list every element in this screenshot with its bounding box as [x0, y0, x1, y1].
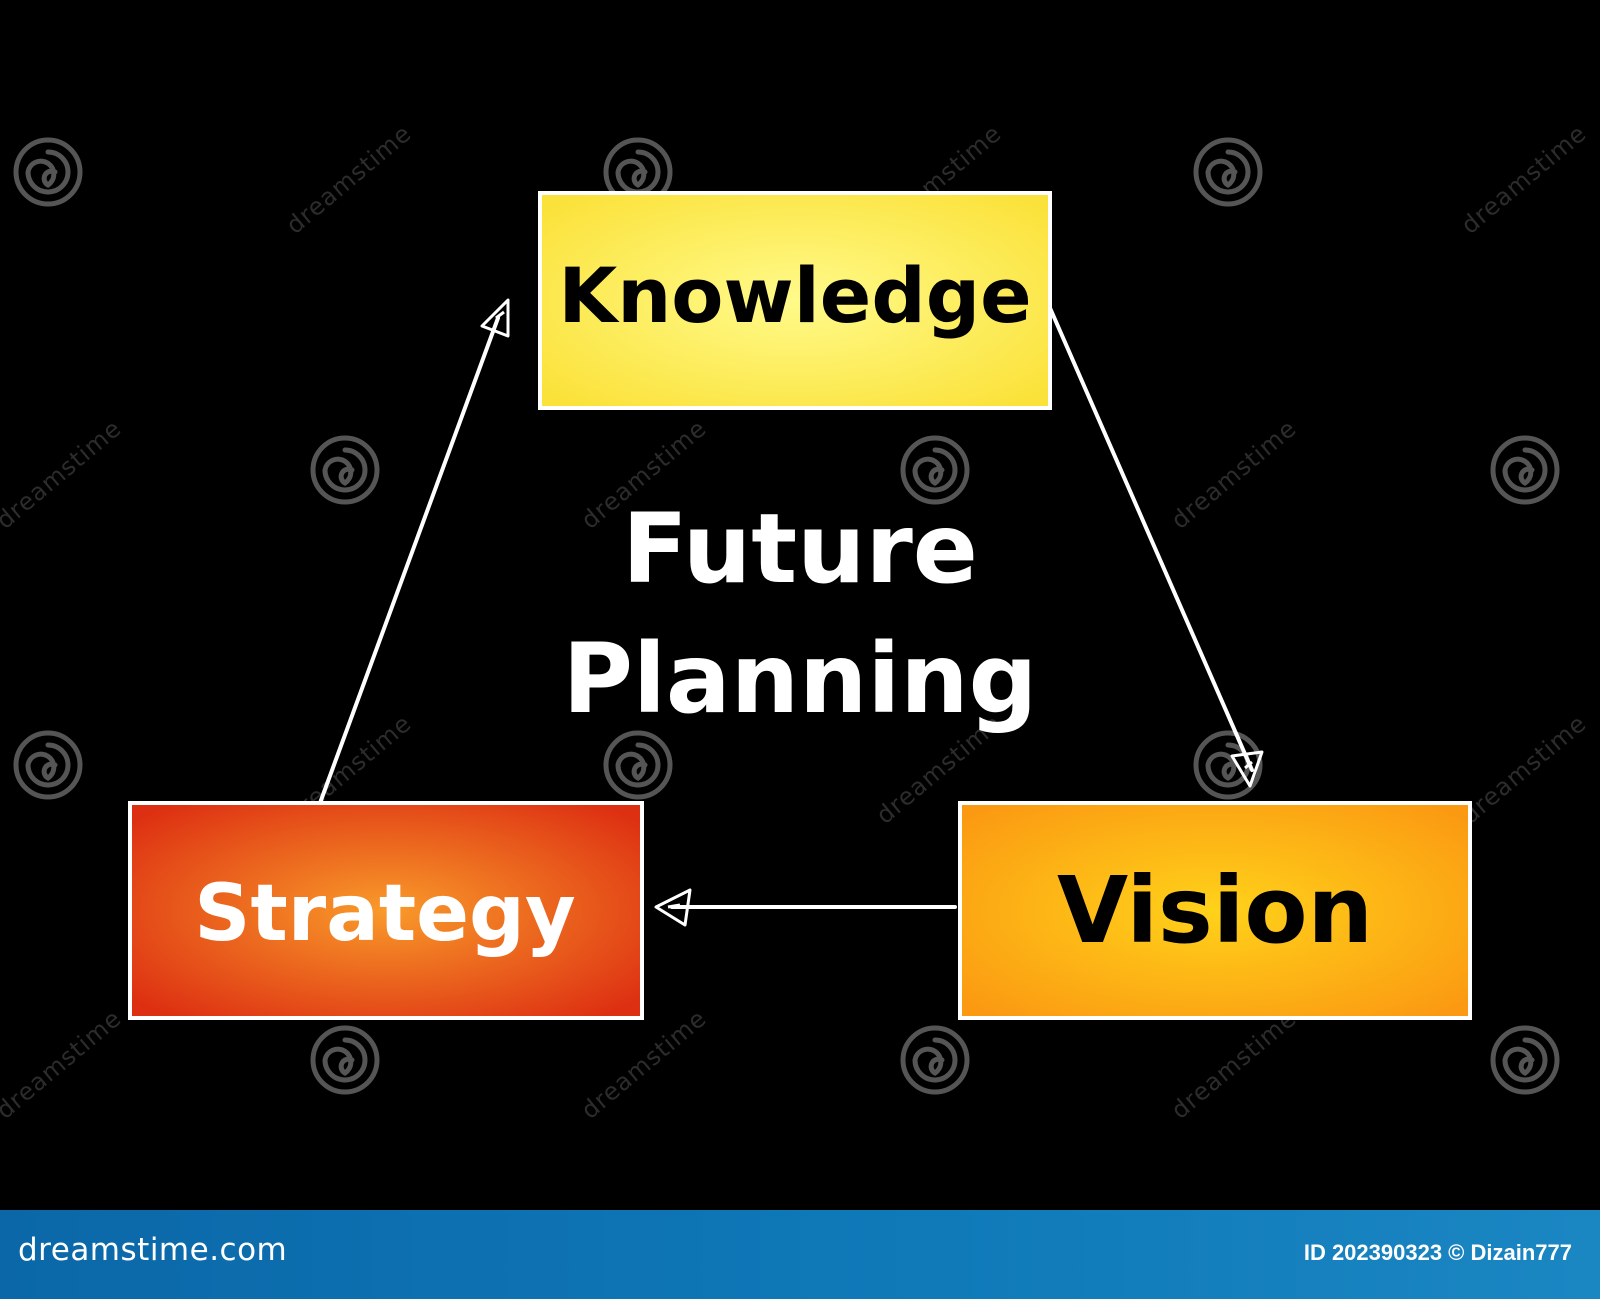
watermark-text: dreamstime	[0, 414, 127, 535]
footer-logo: dreamstime.com	[18, 1232, 288, 1268]
title-line-1: Future	[622, 493, 978, 605]
watermark-swirl-icon	[1196, 140, 1260, 204]
watermark-text: dreamstime	[1456, 709, 1592, 830]
future-planning-diagram: dreamstime dreamstime dreamstime dreamst…	[0, 119, 1592, 1125]
watermark-swirl-icon	[16, 140, 80, 204]
arrowhead-icon	[654, 888, 692, 927]
footer-bar: dreamstime.com ID 202390323 © Dizain777	[0, 1210, 1600, 1299]
arrowhead-icon	[1230, 750, 1264, 788]
arrowhead-icon	[480, 298, 510, 338]
watermark-swirl-icon	[1493, 1028, 1557, 1092]
arrow-knowledge-to-vision	[1048, 306, 1254, 772]
node-vision: Vision	[958, 801, 1472, 1020]
diagram-title: Future Planning	[563, 493, 1038, 735]
node-vision-label: Vision	[1057, 857, 1373, 964]
watermark-swirl-icon	[16, 733, 80, 797]
watermark-swirl-icon	[313, 1028, 377, 1092]
watermark-swirl-icon	[903, 1028, 967, 1092]
watermark-text: dreamstime	[281, 119, 417, 240]
node-knowledge: Knowledge	[538, 191, 1052, 410]
arrow-strategy-to-knowledge	[318, 316, 500, 805]
connectors	[318, 306, 1254, 909]
watermark-text: dreamstime	[0, 1004, 127, 1125]
watermark-text: dreamstime	[1456, 119, 1592, 240]
watermark-swirl-icon	[606, 733, 670, 797]
node-strategy: Strategy	[128, 801, 644, 1020]
node-strategy-label: Strategy	[194, 869, 575, 959]
title-line-2: Planning	[563, 623, 1038, 735]
watermark-text: dreamstime	[1166, 414, 1302, 535]
footer-image-id: ID 202390323 © Dizain777	[1303, 1240, 1572, 1265]
watermark-swirl-icon	[1493, 438, 1557, 502]
watermark-swirl-icon	[313, 438, 377, 502]
watermark-text: dreamstime	[576, 1004, 712, 1125]
arrowheads	[480, 298, 1264, 927]
watermark-text: dreamstime	[1166, 1004, 1302, 1125]
node-knowledge-label: Knowledge	[558, 251, 1031, 340]
